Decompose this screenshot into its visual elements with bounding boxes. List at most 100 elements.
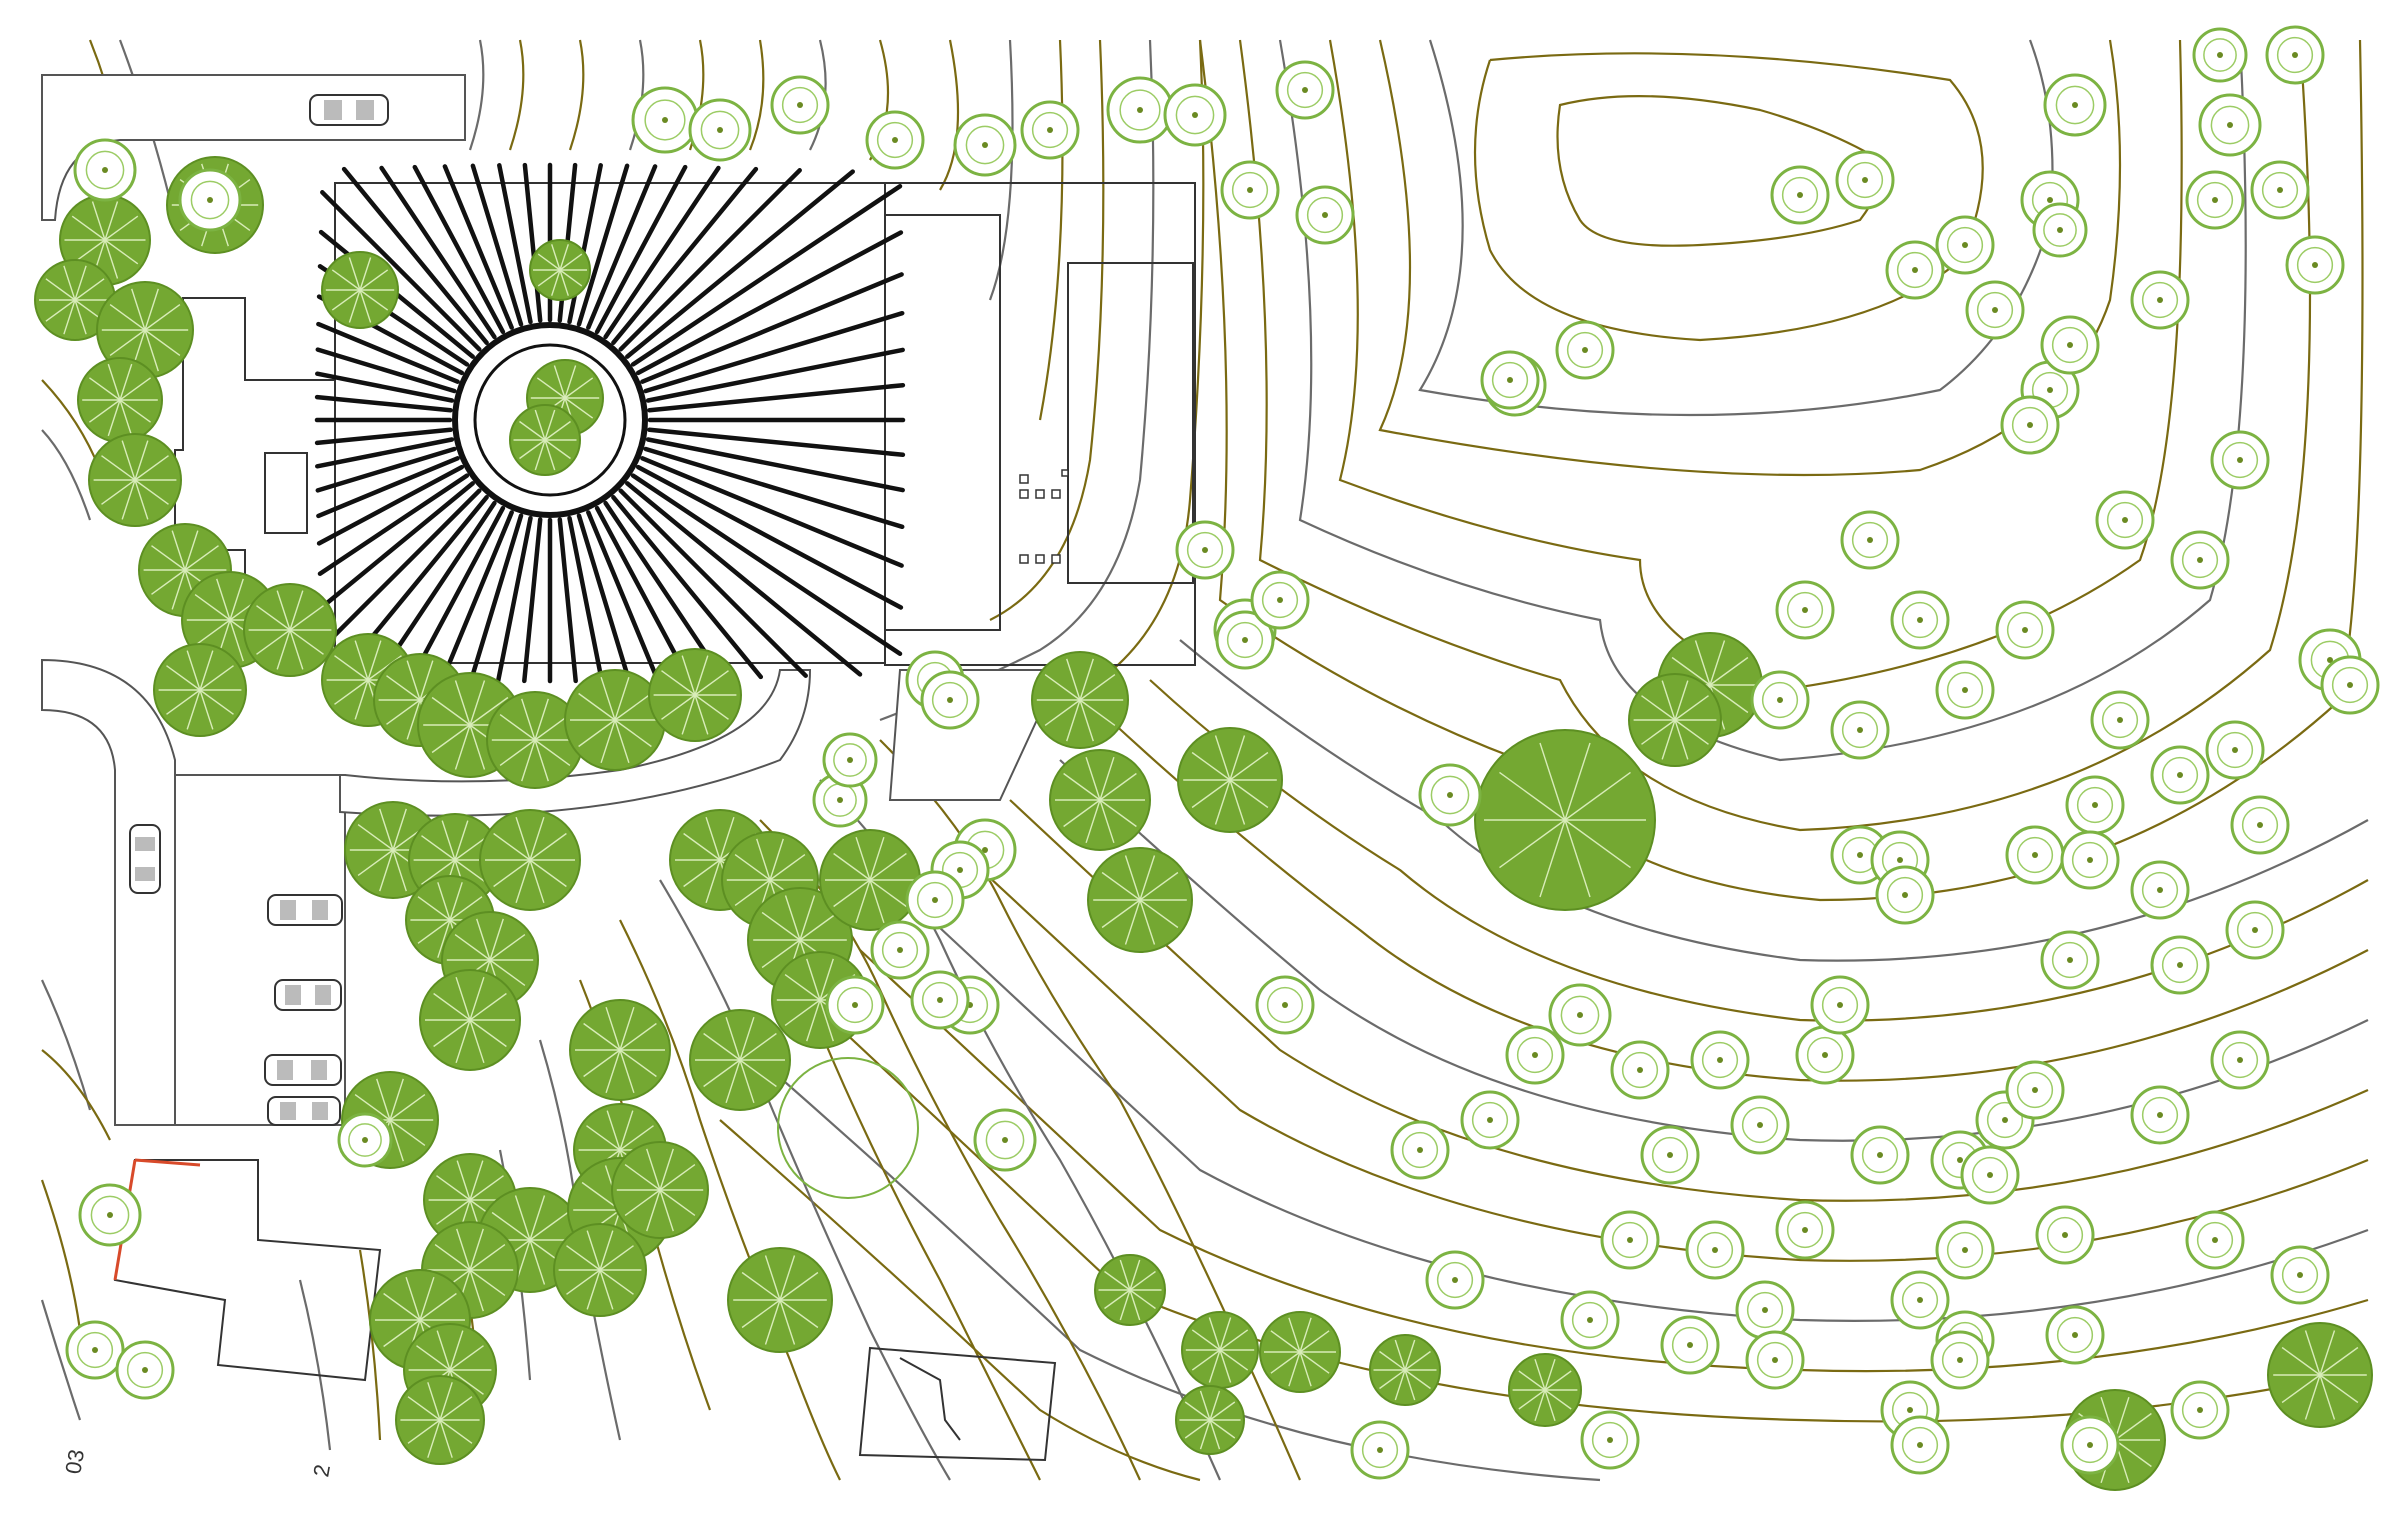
bottom-left-building [113, 1159, 382, 1382]
plaza-ray [567, 515, 605, 683]
contour-slope-6 [959, 849, 2369, 1262]
plaza-ray [341, 166, 489, 345]
contour-label-bottom: 2 [308, 1462, 335, 1478]
tree-icon [1810, 975, 1870, 1035]
tree-icon [1275, 60, 1335, 120]
small-building [858, 1346, 1057, 1462]
tree-icon [2285, 235, 2345, 295]
tree-icon [1890, 590, 1950, 650]
tree-icon [1628, 673, 1722, 767]
plaza-ray [643, 310, 905, 394]
tree-icon [2265, 25, 2325, 85]
contour-center-9 [748, 39, 765, 151]
contour-ring-6 [1238, 39, 2312, 832]
tree-icon [2320, 655, 2380, 715]
plaza-ray [643, 446, 905, 530]
tree-icon [1965, 280, 2025, 340]
tree-icon [1295, 185, 1355, 245]
tree-icon [1560, 1290, 1620, 1350]
tree-icon [2060, 1415, 2120, 1475]
tree-icon [2043, 73, 2107, 137]
tree-icon [1935, 215, 1995, 275]
car-icon [274, 979, 342, 1011]
tree-icon [2198, 93, 2262, 157]
trees [34, 25, 2380, 1491]
tree-icon [2225, 900, 2285, 960]
plaza-ray [625, 169, 855, 359]
car-icon [129, 824, 161, 894]
tree-icon [770, 75, 830, 135]
tree-icon [631, 86, 699, 154]
contour-slope-7 [909, 899, 2369, 1322]
tree-icon [2250, 160, 2310, 220]
tree-icon [648, 648, 742, 742]
contour-center-3 [989, 39, 1105, 621]
tree-icon [569, 999, 671, 1101]
tree-icon [1885, 240, 1945, 300]
tree-icon [1369, 1334, 1441, 1406]
boundary-red-2 [134, 1158, 201, 1167]
tree-icon [479, 809, 581, 911]
tree-icon [553, 1223, 647, 1317]
tree-icon [96, 281, 194, 379]
tree-icon [1660, 1315, 1720, 1375]
tree-icon [1505, 1025, 1565, 1085]
tree-icon [1215, 610, 1275, 670]
contour-center-5 [988, 39, 1014, 301]
tree-icon [2005, 1060, 2065, 1120]
tree-icon [395, 1375, 485, 1465]
tree-icon [2090, 690, 2150, 750]
tree-icon [2230, 795, 2290, 855]
tree-icon [1418, 763, 1482, 827]
contour-left-10 [358, 1249, 382, 1441]
contour-slope-11 [719, 1119, 1201, 1482]
car-icon [309, 94, 389, 126]
right-building [884, 182, 1196, 666]
right-building-inner [1067, 262, 1194, 584]
tree-icon [2035, 1205, 2095, 1265]
tree-icon [1795, 1025, 1855, 1085]
cars [129, 94, 389, 1126]
plaza-ray [316, 321, 460, 384]
small-building-inner [899, 1357, 961, 1441]
tree-icon [2210, 1030, 2270, 1090]
plaza-ray [630, 183, 903, 367]
tree-icon [243, 583, 337, 677]
tree-icon [1890, 1415, 1950, 1475]
tree-icon [2267, 1322, 2373, 1428]
tree-icon [822, 732, 878, 788]
plaza-ray [409, 505, 506, 682]
tree-icon [1770, 165, 1830, 225]
tree-icon [2032, 202, 2088, 258]
tree-icon [1995, 600, 2055, 660]
tree-icon [688, 98, 752, 162]
tree-icon [321, 251, 399, 329]
tree-icon [1480, 350, 1540, 410]
tree-icon [1850, 1125, 1910, 1185]
tree-icon [819, 829, 921, 931]
tree-icon [2150, 935, 2210, 995]
tree-icon [1835, 150, 1895, 210]
tree-icon [153, 643, 247, 737]
contour-ring-1 [1473, 52, 1984, 342]
plaza-ray [576, 163, 630, 327]
plaza-ray [315, 446, 457, 493]
tree-icon [1259, 1311, 1341, 1393]
left-access-road [41, 658, 176, 1126]
contour-mid-5 [659, 879, 951, 1481]
plaza-ray [442, 164, 514, 330]
plaza-ray [522, 162, 543, 323]
tree-icon [509, 404, 581, 476]
plaza-ray [440, 510, 514, 682]
tree-icon [88, 433, 182, 527]
circle-marker [777, 1057, 919, 1199]
tree-icon [1935, 1220, 1995, 1280]
tree-icon [1840, 510, 1900, 570]
tree-icon [419, 969, 521, 1071]
buildings [113, 182, 1196, 1462]
tree-icon [1175, 1385, 1245, 1455]
tree-icon [865, 110, 925, 170]
tree-icon [2270, 1245, 2330, 1305]
plaza-ray [316, 456, 460, 519]
